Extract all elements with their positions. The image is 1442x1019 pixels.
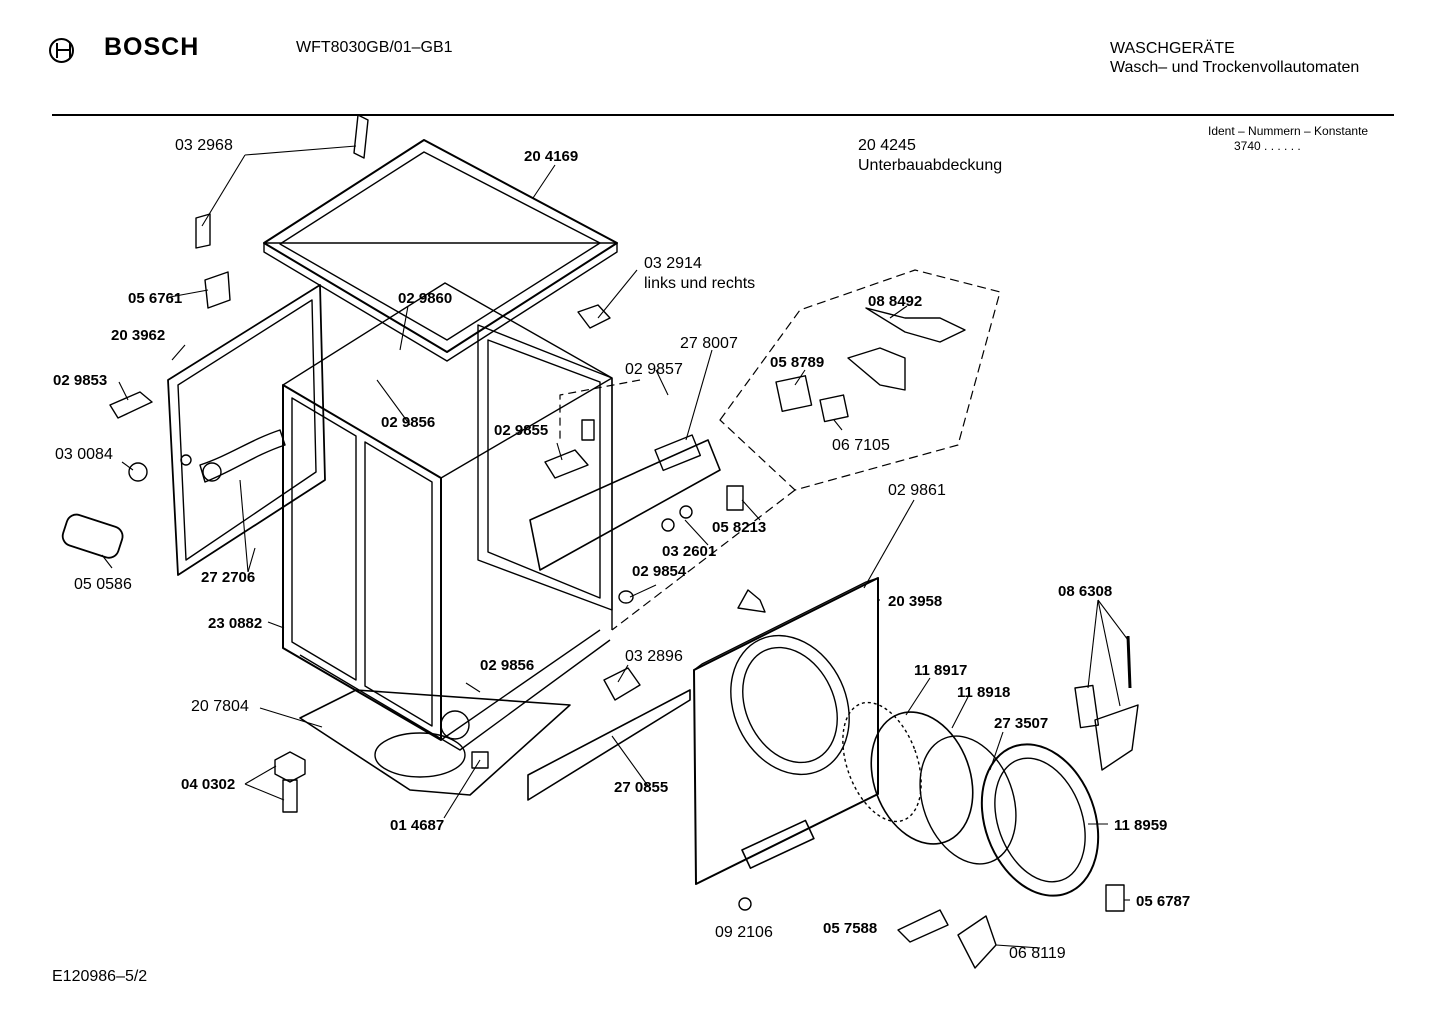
base-plate [299,689,571,796]
category-title: WASCHGERÄTE [1110,40,1235,57]
part-label: 02 9853 [53,372,108,389]
part-label: 23 0882 [208,615,263,632]
part-label: 03 2896 [625,648,683,665]
part-label: 08 6308 [1058,583,1113,600]
brand-name: BOSCH [104,33,200,61]
part-label: 27 2706 [201,569,256,586]
part-label: 05 8789 [770,354,825,371]
part-label: 11 8918 [957,684,1011,701]
rear-panel [167,284,326,576]
part-label: 03 2968 [175,137,233,154]
assembly-name: Unterbauabdeckung [858,157,1003,174]
part-label: 06 8119 [1009,945,1066,962]
part-label: 03 2914 [644,255,702,272]
part-label: 02 9856 [381,414,436,431]
part-label: 05 7588 [823,920,878,937]
cabinet [282,282,613,751]
part-label: 02 9856 [480,657,535,674]
part-label: 02 9861 [888,482,946,499]
part-label: 04 0302 [181,776,236,793]
door-assembly [842,701,1100,897]
part-label: 05 6787 [1136,893,1191,910]
part-label: 11 8917 [914,662,968,679]
header-rule [52,114,1394,116]
control-group-leader [611,489,796,631]
part-label: 02 9855 [494,422,549,439]
part-label: 20 3962 [111,327,166,344]
part-label: 11 8959 [1114,817,1168,834]
part-label: 27 8007 [680,335,738,352]
leader-lines [101,145,1130,949]
part-label: 27 3507 [994,715,1049,732]
drawing-code: E120986–5/2 [52,968,148,985]
category-subtitle: Wasch– und Trockenvollautomaten [1110,59,1360,76]
part-label: 01 4687 [390,817,445,834]
part-label: 20 7804 [191,698,249,715]
part-label: 06 7105 [832,437,890,454]
part-label: 02 9857 [625,361,683,378]
part-label: 02 9854 [632,563,687,580]
part-label: 05 6761 [128,290,183,307]
part-label: 20 3958 [888,593,943,610]
part-label: 09 2106 [715,924,773,941]
ident-label: Ident – Nummern – Konstante [1208,124,1369,138]
door-hinge [1074,635,1139,771]
part-label: 05 0586 [74,576,132,593]
part-label: 03 0084 [55,446,113,463]
front-panel [693,577,879,885]
assembly-part-number: 20 4245 [858,137,916,154]
model-number: WFT8030GB/01–GB1 [296,39,453,56]
top-lid [263,139,618,362]
control-bracket [529,434,721,571]
part-label: 05 8213 [712,519,767,536]
part-label: 27 0855 [614,779,669,796]
bosch-logo-icon [49,38,74,63]
part-label: 02 9860 [398,290,453,307]
part-label: 03 2601 [662,543,717,560]
ident-value: 3740 . . . . . . [1234,139,1301,153]
switch-parts [775,307,966,423]
part-label: 20 4169 [524,148,579,165]
part-label: 08 8492 [868,293,923,310]
control-group-outline [719,269,1001,491]
part-label: links und rechts [644,275,756,292]
